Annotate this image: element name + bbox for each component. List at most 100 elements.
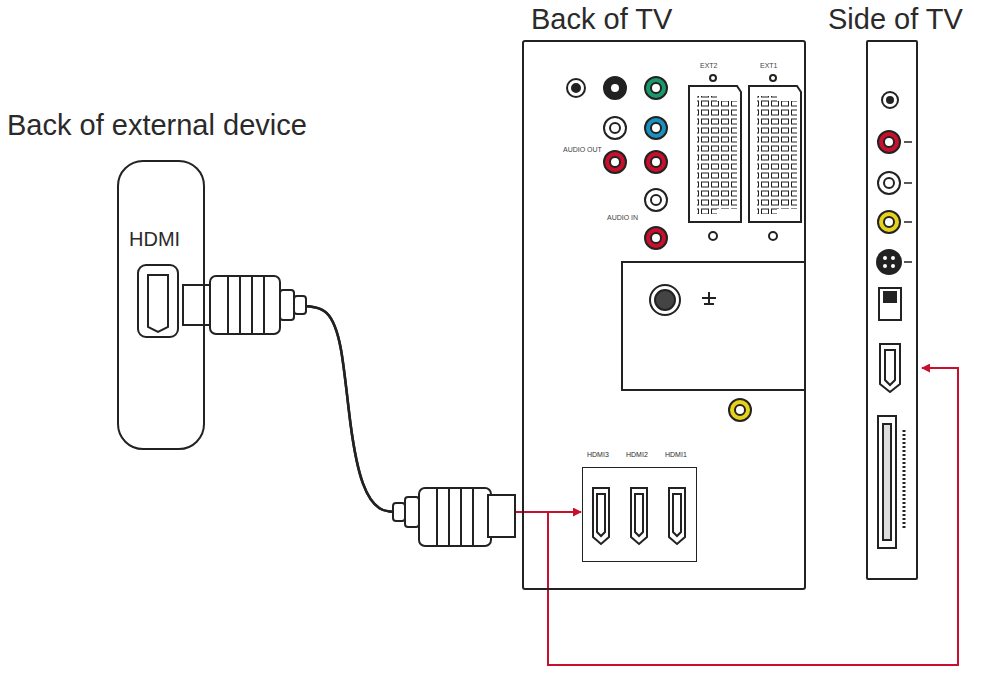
- card-slot: [903, 430, 906, 530]
- av-jacks: [610, 123, 620, 133]
- hdmi-port: [593, 488, 609, 544]
- av-jacks: [645, 227, 667, 249]
- hdmi-port: [880, 344, 900, 392]
- hdmi-connection: [185, 305, 958, 665]
- connector-label: AUDIO OUT: [562, 146, 603, 154]
- hdmi-plug: [405, 497, 419, 527]
- hdmi-port: [880, 344, 900, 392]
- hdmi-port: [597, 494, 605, 536]
- connector-label: EXT1: [759, 62, 779, 70]
- av-jacks: [645, 151, 667, 173]
- scart-connector: [769, 232, 777, 240]
- card-slot: [878, 416, 904, 548]
- hdmi-plug: [419, 488, 491, 546]
- side-jacks: [884, 217, 894, 227]
- panel-heading: Back of external device: [7, 110, 307, 142]
- hdmi-plug: [393, 503, 405, 521]
- av-jacks: [567, 79, 585, 97]
- av-jacks: [610, 83, 620, 93]
- side-jacks: [878, 211, 900, 233]
- av-jacks: [651, 123, 661, 133]
- antenna-jack: [650, 285, 716, 315]
- scart-connector: [770, 75, 776, 81]
- scart-connector: [710, 75, 716, 81]
- port-label: HDMI2: [626, 451, 648, 459]
- hdmi-port: [138, 265, 178, 337]
- av-jacks: [651, 195, 661, 205]
- connection-arrow: [515, 511, 581, 513]
- side-jacks: [877, 250, 901, 274]
- port-label: HDMI3: [587, 451, 609, 459]
- hdmi-port: [885, 350, 895, 385]
- side-jacks: [883, 264, 887, 268]
- side-jacks: [891, 256, 895, 260]
- scart-connector: [749, 86, 801, 222]
- av-jacks: [645, 77, 667, 99]
- hdmi-plug: [183, 276, 306, 334]
- av-jacks: [572, 84, 580, 92]
- port-label: HDMI: [129, 228, 180, 250]
- antenna-jack: [655, 290, 675, 310]
- tv-side-panel: Side of TV: [866, 40, 918, 580]
- hdmi-port: [593, 488, 685, 544]
- tv-back-panel: Back of TVHDMI3HDMI2HDMI1: [522, 40, 806, 590]
- hdmi-port-group: HDMI3HDMI2HDMI1: [582, 467, 697, 562]
- hdmi-plug: [437, 488, 473, 546]
- panel-outline: [622, 262, 806, 390]
- usb-port: [879, 288, 901, 320]
- panel-heading: Side of TV: [828, 4, 963, 36]
- av-jacks: [729, 399, 751, 421]
- av-jacks: [651, 83, 661, 93]
- av-jacks: [604, 117, 626, 139]
- hdmi-plug: [294, 296, 306, 314]
- side-jacks: [877, 92, 912, 274]
- antenna-jack: [650, 285, 680, 315]
- side-jacks: [887, 97, 893, 103]
- av-jacks: [651, 157, 661, 167]
- side-jacks: [884, 178, 894, 188]
- hdmi-plug: [488, 495, 515, 537]
- antenna-jack: [702, 292, 716, 304]
- av-jacks: [604, 77, 626, 99]
- connector-label: EXT2: [699, 62, 719, 70]
- hdmi-port: [138, 265, 178, 337]
- card-slot: [878, 416, 896, 548]
- side-jacks: [883, 256, 887, 260]
- av-jacks: [645, 189, 667, 211]
- side-jacks: [878, 172, 900, 194]
- panel-heading: Back of TV: [531, 4, 672, 36]
- hdmi-plug: [183, 285, 213, 325]
- hdmi-port: [673, 494, 681, 536]
- panel-outline: [622, 262, 806, 390]
- scart-connector: [777, 101, 797, 209]
- usb-port: [884, 292, 896, 302]
- connector-label: AUDIO IN: [606, 214, 639, 222]
- hdmi-cable: [185, 305, 515, 512]
- av-jacks: [567, 77, 667, 249]
- card-slot: [883, 424, 891, 540]
- hdmi-port: [669, 488, 685, 544]
- av-jacks: [729, 399, 751, 421]
- device-box: Back of external deviceHDMI: [117, 160, 205, 450]
- scart-connector: [697, 96, 717, 214]
- scart-connector: [709, 232, 717, 240]
- hdmi-port: [148, 275, 168, 332]
- scart-connector: [717, 101, 737, 209]
- av-jacks: [604, 151, 626, 173]
- side-jacks: [884, 137, 894, 147]
- hdmi-port: [635, 494, 643, 536]
- scart-connector: [689, 86, 741, 222]
- side-jacks: [904, 142, 912, 262]
- av-jacks: [735, 405, 745, 415]
- scart-connector: [689, 75, 801, 240]
- hdmi-cable: [185, 305, 515, 512]
- av-jacks: [610, 157, 620, 167]
- hdmi-plug: [280, 290, 294, 320]
- port-label: HDMI1: [665, 451, 687, 459]
- side-jacks: [882, 92, 898, 108]
- side-jacks: [878, 131, 900, 153]
- av-jacks: [651, 233, 661, 243]
